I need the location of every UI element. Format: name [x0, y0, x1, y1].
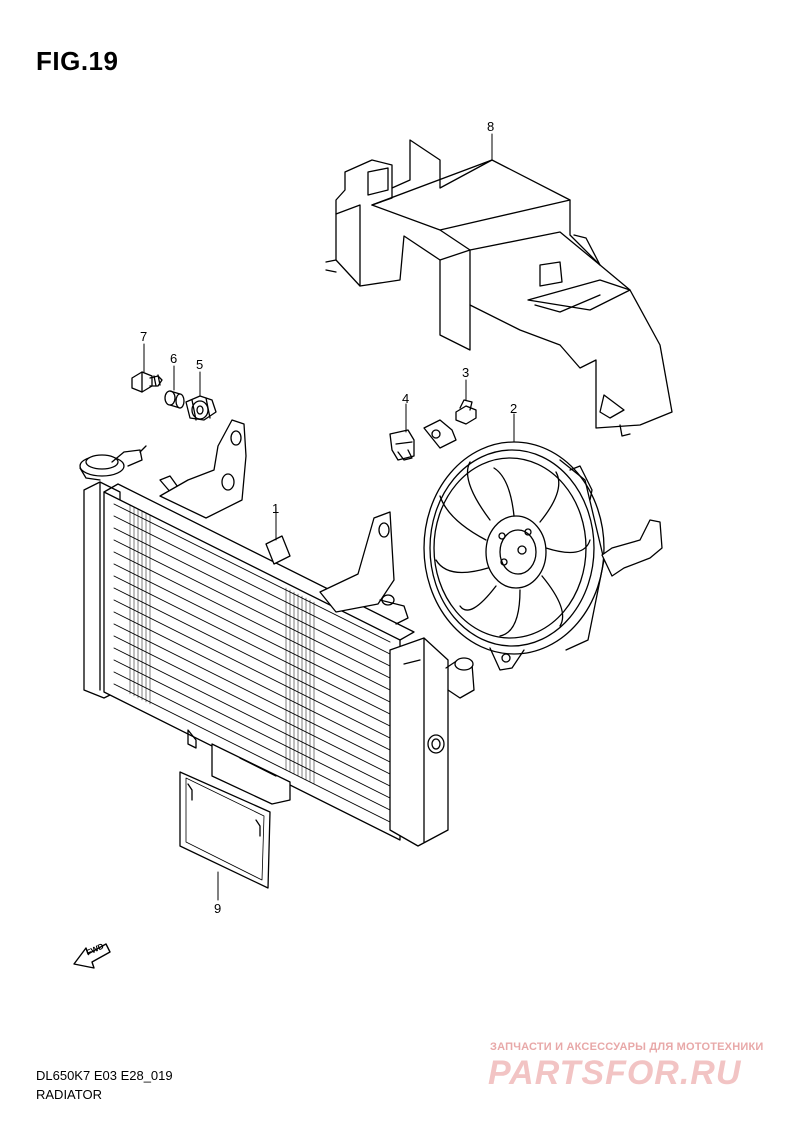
watermark-brand: PARTSFOR.RU [488, 1054, 742, 1092]
collar-part-6[interactable] [164, 390, 185, 409]
fwd-arrow-icon [73, 943, 111, 969]
callout-6[interactable]: 6 [170, 351, 178, 366]
grommet-part-5[interactable] [185, 395, 217, 421]
callout-9[interactable]: 9 [214, 901, 222, 916]
bolt-part-7[interactable] [131, 371, 163, 393]
callout-2[interactable]: 2 [510, 401, 518, 416]
fan-bolt-part-3[interactable] [455, 399, 477, 425]
radiator-cover-part-8[interactable] [325, 139, 673, 437]
watermark-tagline: ЗАПЧАСТИ И АКСЕССУАРЫ ДЛЯ МОТОТЕХНИКИ [490, 1041, 764, 1053]
callout-1[interactable]: 1 [272, 501, 280, 516]
figure-title: FIG.19 [36, 46, 119, 76]
leader-lines [143, 133, 515, 901]
radiator-part-1[interactable] [79, 419, 475, 847]
callout-3[interactable]: 3 [462, 365, 470, 380]
diagram-caption: RADIATOR [36, 1087, 102, 1102]
callout-5[interactable]: 5 [196, 357, 204, 372]
callout-7[interactable]: 7 [140, 329, 148, 344]
callout-8[interactable]: 8 [487, 119, 495, 134]
callout-4[interactable]: 4 [402, 391, 410, 406]
plate-part-9[interactable] [179, 771, 271, 889]
cooling-fan-part-2[interactable] [423, 419, 663, 671]
clip-nut-part-4[interactable] [389, 429, 415, 461]
model-code: DL650K7 E03 E28_019 [36, 1068, 173, 1083]
